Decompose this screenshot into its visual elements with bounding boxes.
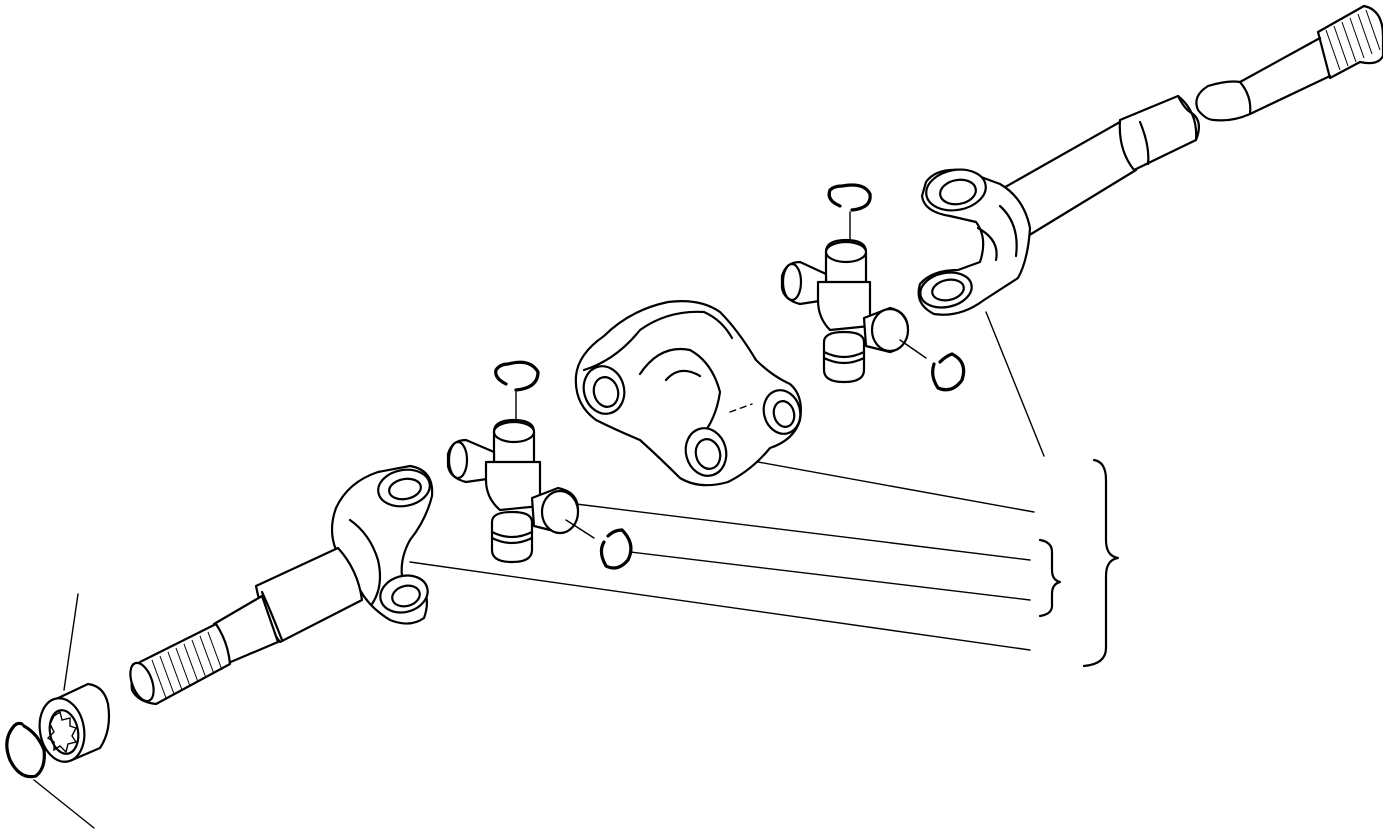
left-axle-shaft-icon xyxy=(129,546,364,706)
right-axle-shaft-icon xyxy=(998,4,1383,244)
left-snap-ring-icon xyxy=(599,528,633,570)
left-snap-ring-upper-icon xyxy=(494,360,540,421)
seal-bearing-icon xyxy=(38,593,111,763)
left-cross-spider-icon xyxy=(446,418,595,564)
right-cross-spider-icon xyxy=(780,238,927,384)
group-brace-icon xyxy=(1038,458,1120,668)
right-yoke-icon xyxy=(917,168,1032,316)
center-coupling-yoke-icon xyxy=(574,300,802,487)
leader-lines xyxy=(409,311,1045,651)
upper-snap-ring-icon xyxy=(827,183,872,245)
retaining-ring-icon xyxy=(5,721,95,829)
right-snap-ring-icon xyxy=(931,352,966,392)
